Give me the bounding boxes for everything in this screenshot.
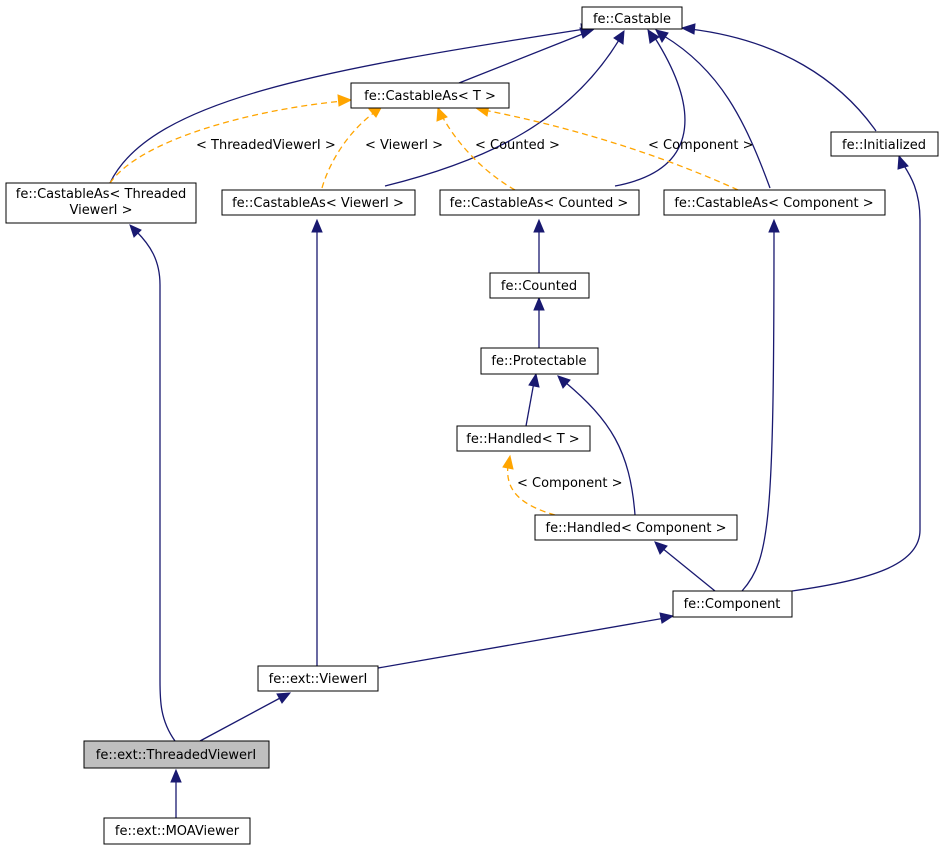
arrow-viewer-to-component [659,612,675,624]
node-castableas-threaded-label-line1: fe::CastableAs< Threaded [16,187,186,202]
edge-handled-t-to-protectable [525,381,535,427]
node-threaded-viewer-i-label: fe::ext::ThreadedViewerI [96,748,256,763]
edge-label-threaded: < ThreadedViewerI > [196,138,336,153]
arrow-counted-to-castableas-counted [533,218,545,233]
edge-handled-component-to-protectable [564,381,636,516]
arrow-template-threaded [337,94,353,107]
node-viewer-i-label: fe::ext::ViewerI [269,672,368,687]
node-castable[interactable]: fe::Castable [581,6,683,30]
node-castableas-viewer-label: fe::CastableAs< ViewerI > [232,196,404,211]
arrow-castableas-component-to-castable [655,29,669,43]
node-castableas-component[interactable]: fe::CastableAs< Component > [663,189,886,216]
node-castableas-viewer[interactable]: fe::CastableAs< ViewerI > [221,189,416,216]
arrow-component-to-initialized [897,154,909,170]
arrow-threaded-to-castableas-threaded [129,224,142,238]
edge-component-to-initialized [791,163,921,592]
edge-template-counted [441,115,516,191]
arrow-template-counted [436,106,448,122]
node-initialized[interactable]: fe::Initialized [830,131,939,157]
node-castable-label: fe::Castable [593,12,671,27]
arrow-template-handled [502,454,514,470]
edge-castableas-counted-to-castable [614,37,686,187]
node-counted-label: fe::Counted [501,279,577,294]
node-protectable-label: fe::Protectable [491,354,586,369]
arrow-protectable-to-counted [533,296,545,311]
edge-component-to-castableas-component [741,227,775,592]
node-threaded-viewer-i[interactable]: fe::ext::ThreadedViewerI [83,740,270,769]
node-counted[interactable]: fe::Counted [489,272,590,299]
arrow-viewer-to-castableas-viewer [311,218,323,233]
edge-castableas-t-to-castable [458,32,586,84]
edge-threaded-to-viewer [199,696,283,742]
arrow-handled-component-to-protectable [557,375,571,389]
node-moa-viewer[interactable]: fe::ext::MOAViewer [103,817,251,845]
arrow-threaded-to-viewer [276,692,292,704]
edge-viewer-to-component [377,617,666,669]
node-castableas-counted[interactable]: fe::CastableAs< Counted > [439,189,640,216]
arrow-moa-to-threaded [170,768,182,783]
node-initialized-label: fe::Initialized [842,138,926,153]
arrow-component-to-handled-component [654,541,668,555]
edge-initialized-to-castable [689,28,877,132]
node-handled-t[interactable]: fe::Handled< T > [456,425,591,452]
edge-label-component: < Component > [648,138,754,153]
edge-component-to-handled-component [661,547,716,592]
node-handled-component-label: fe::Handled< Component > [546,521,727,536]
arrow-component-to-castableas-component [768,218,780,233]
edge-template-threaded [109,100,344,184]
node-component-label: fe::Component [684,597,781,612]
edge-label-handled-component: < Component > [517,476,623,491]
arrow-initialized-to-castable [680,23,696,35]
edge-castableas-viewer-to-castable [384,39,620,187]
node-moa-viewer-label: fe::ext::MOAViewer [115,824,240,839]
edge-template-viewer [321,111,376,189]
arrow-handled-t-to-protectable [528,372,540,388]
node-handled-component[interactable]: fe::Handled< Component > [534,514,738,541]
node-protectable[interactable]: fe::Protectable [480,347,599,375]
node-handled-t-label: fe::Handled< T > [466,432,579,447]
edge-template-handled [506,464,556,516]
edge-label-counted: < Counted > [475,138,560,153]
node-castableas-component-label: fe::CastableAs< Component > [674,196,873,211]
node-castableas-threaded-label-line2: ViewerI > [69,203,132,218]
edge-label-viewer: < ViewerI > [365,138,443,153]
node-castableas-threaded[interactable]: fe::CastableAs< Threaded ViewerI > [5,182,197,224]
edge-threaded-to-castableas-threaded [135,230,176,742]
node-castableas-counted-label: fe::CastableAs< Counted > [450,196,629,211]
edge-castableas-component-to-castable [663,35,771,189]
edge-castableas-threaded-to-castable [109,28,586,184]
node-viewer-i[interactable]: fe::ext::ViewerI [257,665,379,692]
node-castableas-t-label: fe::CastableAs< T > [364,89,496,104]
edge-template-component [483,109,739,191]
arrow-castableas-counted-to-castable [647,28,660,44]
node-castableas-t[interactable]: fe::CastableAs< T > [350,82,510,109]
arrow-castableas-viewer-to-castable [613,29,625,45]
node-component[interactable]: fe::Component [672,590,793,618]
